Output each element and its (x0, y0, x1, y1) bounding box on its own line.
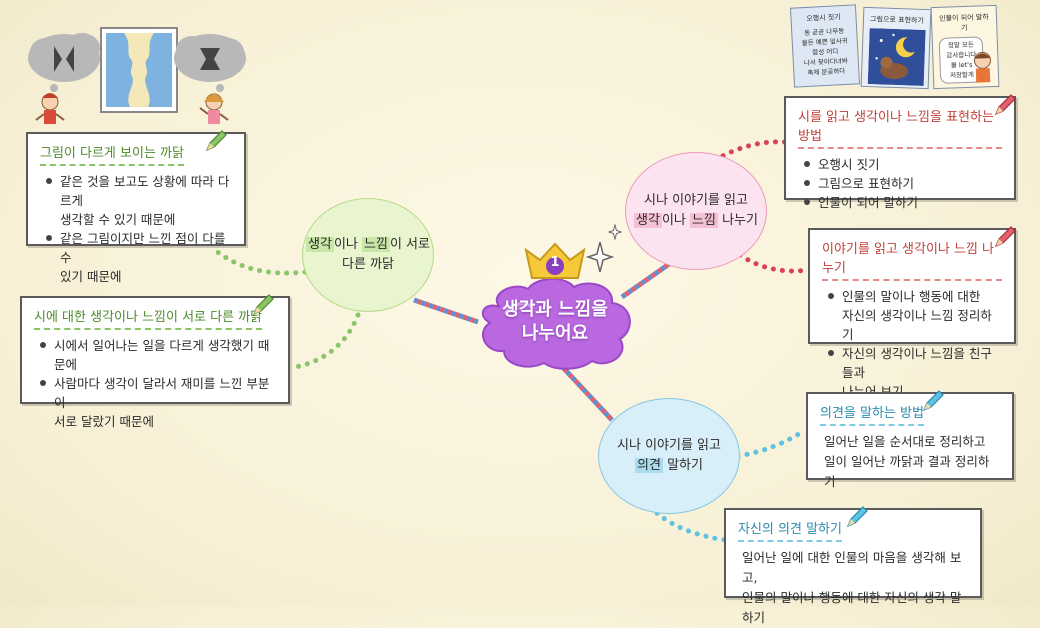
girl-figure (199, 93, 229, 124)
sparkle-icon (586, 241, 614, 273)
note-acrostic-title: 오행시 짓기 (806, 13, 841, 23)
topic-text-part: 이 서로 다른 까닭 (342, 237, 430, 272)
note-role-play: 인물이 되어 말하기 정말 모든 감사합니다 를 let's 저장할게 (930, 4, 1000, 90)
box-picture-difference: 그림이 다르게 보이는 까닭 같은 것을 보고도 상황에 따라 다르게 생각할 … (26, 130, 246, 284)
note-drawing: 그림으로 표현하기 (860, 6, 932, 90)
note-acrostic-line: 축제 분공하다 (807, 66, 846, 77)
note-drawing-title: 그림으로 표현하기 (869, 15, 924, 25)
center-link-upper-right (620, 259, 674, 300)
link-red-bottom (737, 252, 811, 274)
list-item: 같은 그림이지만 느낀 점이 다를 수 있기 때문에 (46, 229, 232, 286)
crown-badge (524, 242, 586, 279)
box-line: 인물의 말이나 행동에 대한 자신의 생각 말하기 (742, 590, 962, 625)
box-title: 시를 읽고 생각이나 느낌을 표현하는 방법 (798, 106, 1002, 149)
box-poem-difference: 시에 대한 생각이나 느낌이 서로 다른 까닭 시에서 일어나는 일을 다르게 … (20, 294, 290, 429)
thought-cloud-right (174, 34, 246, 92)
night-scene-icon (867, 28, 926, 86)
box-title: 시에 대한 생각이나 느낌이 서로 다른 까닭 (34, 306, 263, 330)
topic-text: 시나 이야기를 읽고 의견 말하기 (617, 436, 721, 476)
pencil-icon (846, 506, 868, 528)
list-item: 같은 것을 보고도 상황에 따라 다르게 생각할 수 있기 때문에 (46, 172, 232, 229)
topic-text-part: 나누기 (717, 213, 758, 228)
box-line: 일어난 일에 대한 인물의 마음을 생각해 보고, (742, 550, 962, 585)
box-poem-expression: 시를 읽고 생각이나 느낌을 표현하는 방법 오행시 짓기 그림으로 표현하기 … (784, 94, 1016, 210)
highlight-word: 생각 (306, 237, 334, 252)
highlight-word: 느낌 (362, 237, 390, 252)
link-blue-top (735, 427, 808, 459)
center-link-lower-right (554, 358, 614, 422)
pencil-icon (205, 130, 227, 152)
list-item: 그림으로 표현하기 (804, 174, 1002, 193)
lesson-number: 1 (550, 255, 560, 270)
central-topic: 생각과 느낌을 나누어요 (470, 273, 640, 370)
topic-line: 의견 말하기 (617, 456, 721, 476)
topic-text-part: 이나 (661, 213, 691, 228)
topic-line: 시나 이야기를 읽고 (644, 193, 748, 208)
list-item: 시에서 일어나는 일을 다르게 생각했기 때문에 (40, 336, 276, 374)
note-acrostic: 오행시 짓기 동 곧곧 나무등 물든 예쁜 잎사귀 함성 어디 나서 찾아다녀봐… (789, 4, 861, 88)
central-title: 생각과 느낌을 나누어요 (502, 298, 608, 344)
list-item: 인물의 말이나 행동에 대한 자신의 생각이나 느낌 정리하기 (828, 287, 1002, 344)
thought-cloud-left (28, 33, 100, 100)
highlight-word: 의견 (635, 458, 663, 473)
pencil-icon (252, 294, 274, 316)
box-story-sharing: 이야기를 읽고 생각이나 느낌 나누기 인물의 말이나 행동에 대한 자신의 생… (808, 226, 1016, 399)
box-title: 자신의 의견 말하기 (738, 518, 842, 542)
boy-icon (973, 51, 991, 83)
center-link-left (413, 297, 479, 325)
illusion-illustration (28, 27, 246, 124)
topic-text-part: 말하기 (662, 458, 703, 473)
link-green-bottom (287, 312, 361, 371)
box-line: 일어난 일을 순서대로 정리하고 (824, 434, 986, 449)
pencil-icon (994, 94, 1016, 116)
highlight-word: 생각 (634, 213, 662, 228)
topic-text-part: 이나 (333, 237, 363, 252)
vase-faces-picture (100, 27, 178, 113)
sparkle-small-icon (608, 224, 622, 240)
pencil-icon (922, 390, 944, 412)
link-green-top (212, 247, 308, 276)
note-role-play-title: 인물이 되어 말하기 (939, 13, 989, 33)
boy-figure (35, 93, 65, 124)
box-opinion-method: 의견을 말하는 방법 일어난 일을 순서대로 정리하고 일이 일어난 까닭과 결… (806, 390, 1014, 489)
box-title: 이야기를 읽고 생각이나 느낌 나누기 (822, 238, 1002, 281)
box-my-opinion: 자신의 의견 말하기 일어난 일에 대한 인물의 마음을 생각해 보고, 인물의… (724, 506, 982, 625)
topic-line: 시나 이야기를 읽고 (617, 438, 721, 453)
box-title: 의견을 말하는 방법 (820, 402, 924, 426)
pencil-icon (994, 226, 1016, 248)
list-item: 오행시 짓기 (804, 155, 1002, 174)
topic-express-opinion: 시나 이야기를 읽고 의견 말하기 (598, 398, 740, 514)
list-item: 인물이 되어 말하기 (804, 193, 1002, 212)
box-title: 그림이 다르게 보이는 까닭 (40, 142, 184, 166)
highlight-word: 느낌 (690, 213, 718, 228)
box-line: 일이 일어난 까닭과 결과 정리하기 (824, 454, 990, 489)
list-item: 사람마다 생각이 달라서 재미를 느낀 부분이 서로 달랐기 때문에 (40, 374, 276, 431)
mind-map: 오행시 짓기 동 곧곧 나무등 물든 예쁜 잎사귀 함성 어디 나서 찾아다녀봐… (20, 4, 1016, 625)
